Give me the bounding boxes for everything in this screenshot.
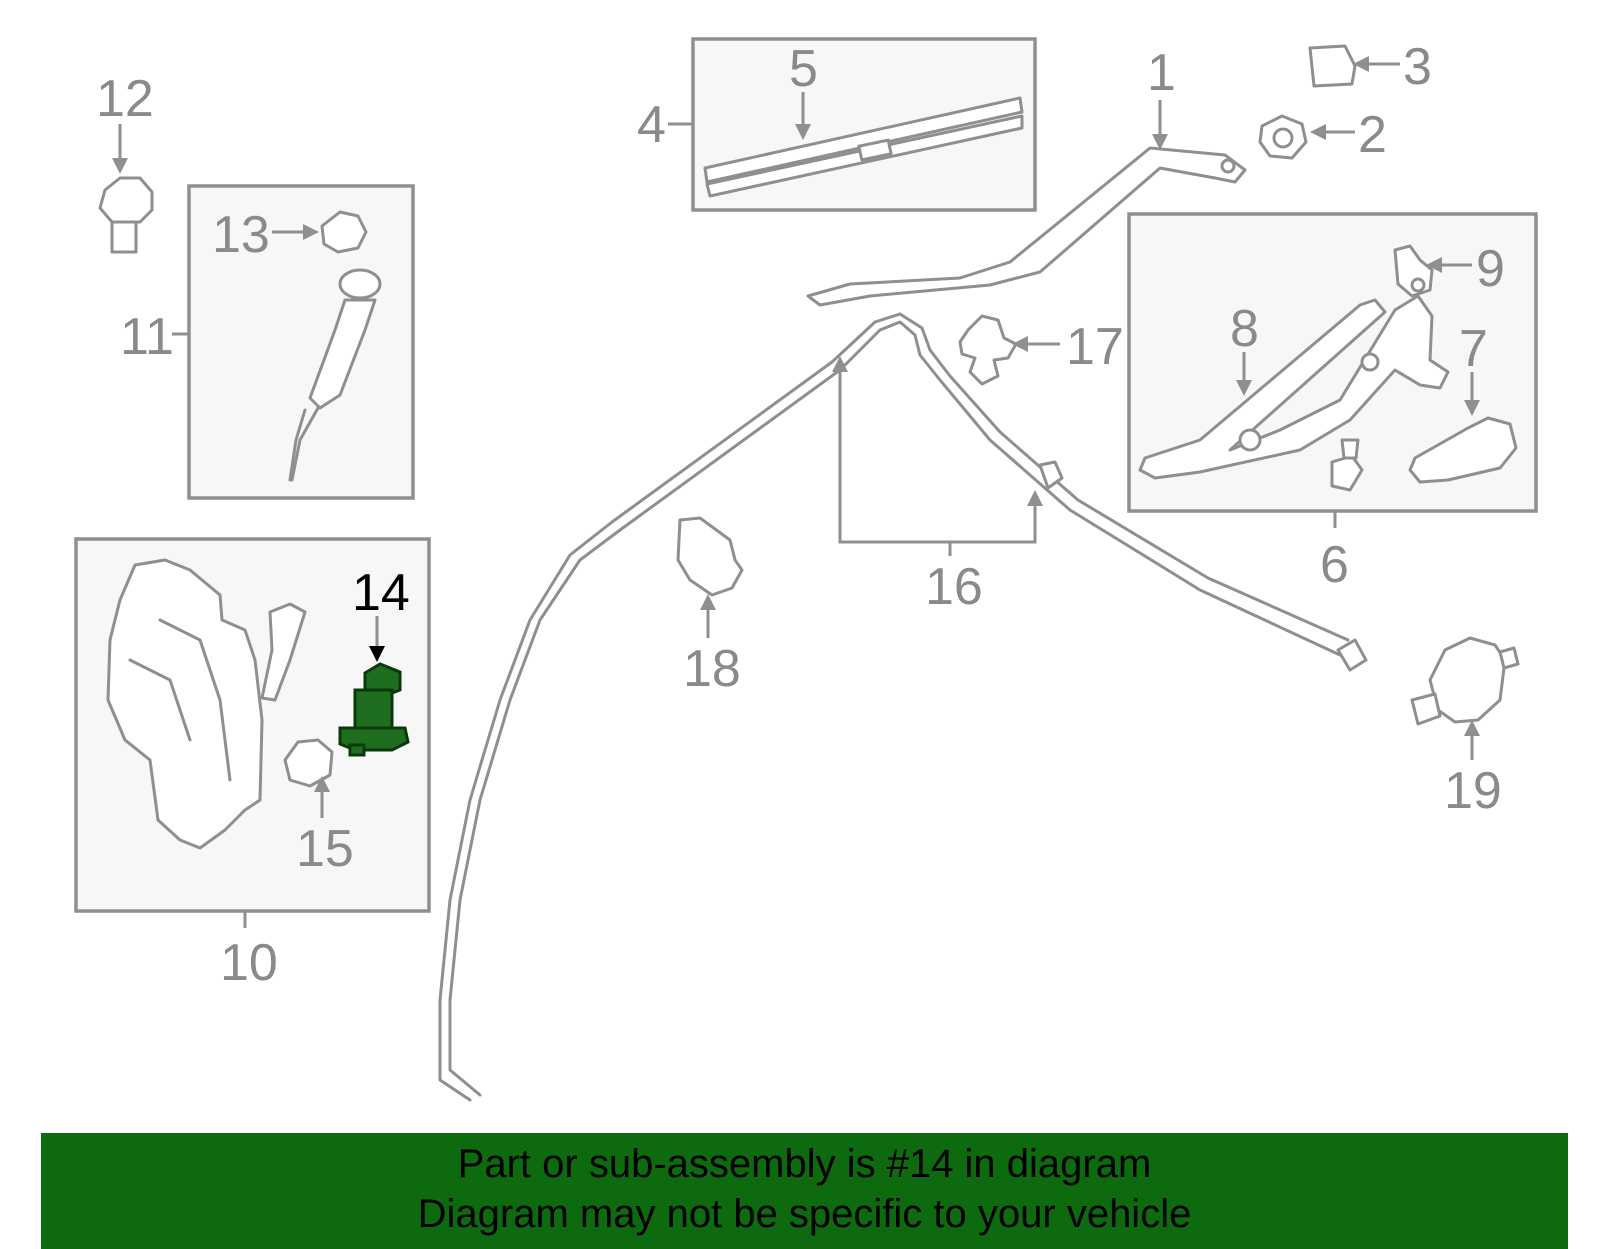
hose-clamp [958, 314, 1018, 386]
callout-15: 15 [296, 820, 354, 878]
callout-3: 3 [1403, 38, 1432, 96]
callout-1: 1 [1147, 44, 1176, 102]
nut [1258, 114, 1308, 160]
callout-5: 5 [789, 40, 818, 98]
callout-14[interactable]: 14 [352, 564, 410, 622]
callout-2: 2 [1358, 106, 1387, 164]
wiper-blade [703, 96, 1024, 198]
callout-6: 6 [1320, 536, 1349, 594]
callout-7: 7 [1459, 320, 1488, 378]
callout-8: 8 [1230, 300, 1259, 358]
washer-pump-highlighted[interactable] [338, 662, 410, 757]
callout-17: 17 [1066, 318, 1124, 376]
callout-18: 18 [683, 640, 741, 698]
box-reservoir-inlet [187, 184, 415, 500]
pivot-cap [1308, 44, 1357, 88]
wiper-arm [806, 146, 1247, 307]
inlet-cap [320, 210, 368, 254]
rear-wiper-motor [1410, 636, 1520, 726]
banner-line-2: Diagram may not be specific to your vehi… [417, 1192, 1192, 1236]
hose-bracket [676, 516, 744, 597]
washer-reservoir [106, 558, 307, 850]
callout-12: 12 [96, 70, 154, 128]
reservoir-inlet-pipe [288, 268, 382, 482]
clip-fastener [98, 176, 154, 254]
pump-grommet [283, 738, 334, 788]
callout-10: 10 [220, 934, 278, 992]
callout-13: 13 [212, 206, 270, 264]
banner-line-1: Part or sub-assembly is #14 in diagram [457, 1142, 1152, 1186]
hose-callout-bracket [838, 372, 1037, 544]
callout-16: 16 [925, 558, 983, 616]
callout-9: 9 [1476, 240, 1505, 298]
info-banner: Part or sub-assembly is #14 in diagram D… [41, 1133, 1568, 1249]
callout-11: 11 [120, 308, 174, 366]
callout-4: 4 [637, 96, 666, 154]
wiper-linkage-assembly [1138, 244, 1518, 492]
callout-19: 19 [1444, 762, 1502, 820]
